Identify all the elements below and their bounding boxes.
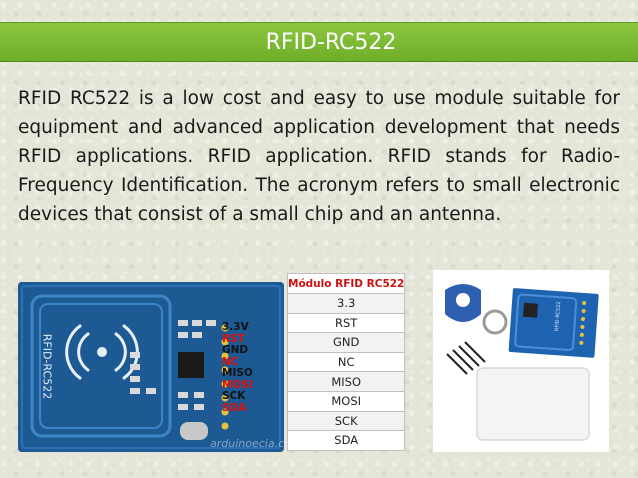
table-row: RST <box>286 312 406 334</box>
pin-labels: 3.3V RST GND NC MISO MOSI SCK SDA <box>222 321 282 414</box>
rfid-kit-image: RFID-RC522 <box>433 270 609 452</box>
watermark: arduinoecia.com.br <box>210 437 317 450</box>
table-row: GND <box>286 332 406 353</box>
table-row: NC <box>286 351 406 373</box>
kit-board-label: RFID-RC522 <box>554 301 562 331</box>
pin-label: GND <box>222 344 249 356</box>
title-bar: RFID-RC522 <box>0 22 638 62</box>
slide-title: RFID-RC522 <box>265 30 397 55</box>
table-row: MOSI <box>286 390 406 412</box>
pin-label: SCK <box>222 390 246 402</box>
table-row: SCK <box>286 410 406 432</box>
pin-label: NC <box>222 355 239 368</box>
description-paragraph: RFID RC522 is a low cost and easy to use… <box>18 88 620 225</box>
key-fob-icon <box>445 284 508 335</box>
table-row: 3.3 <box>286 293 406 314</box>
rfid-module-image: RFID-RC522 <box>18 282 284 452</box>
pin-label: SDA <box>222 401 247 414</box>
pin-label: MOSI <box>222 378 253 391</box>
table-row: MISO <box>286 371 406 392</box>
pin-label: MISO <box>222 367 253 379</box>
pin-table-header: Módulo RFID RC522 <box>286 273 406 294</box>
table-row: SDA <box>286 430 406 451</box>
pin-label: 3.3V <box>222 321 249 333</box>
pin-label: RST <box>222 332 245 345</box>
pin-table: Módulo RFID RC522 3.3 RST GND NC MISO MO… <box>286 273 406 451</box>
board-label: RFID-RC522 <box>40 333 54 400</box>
